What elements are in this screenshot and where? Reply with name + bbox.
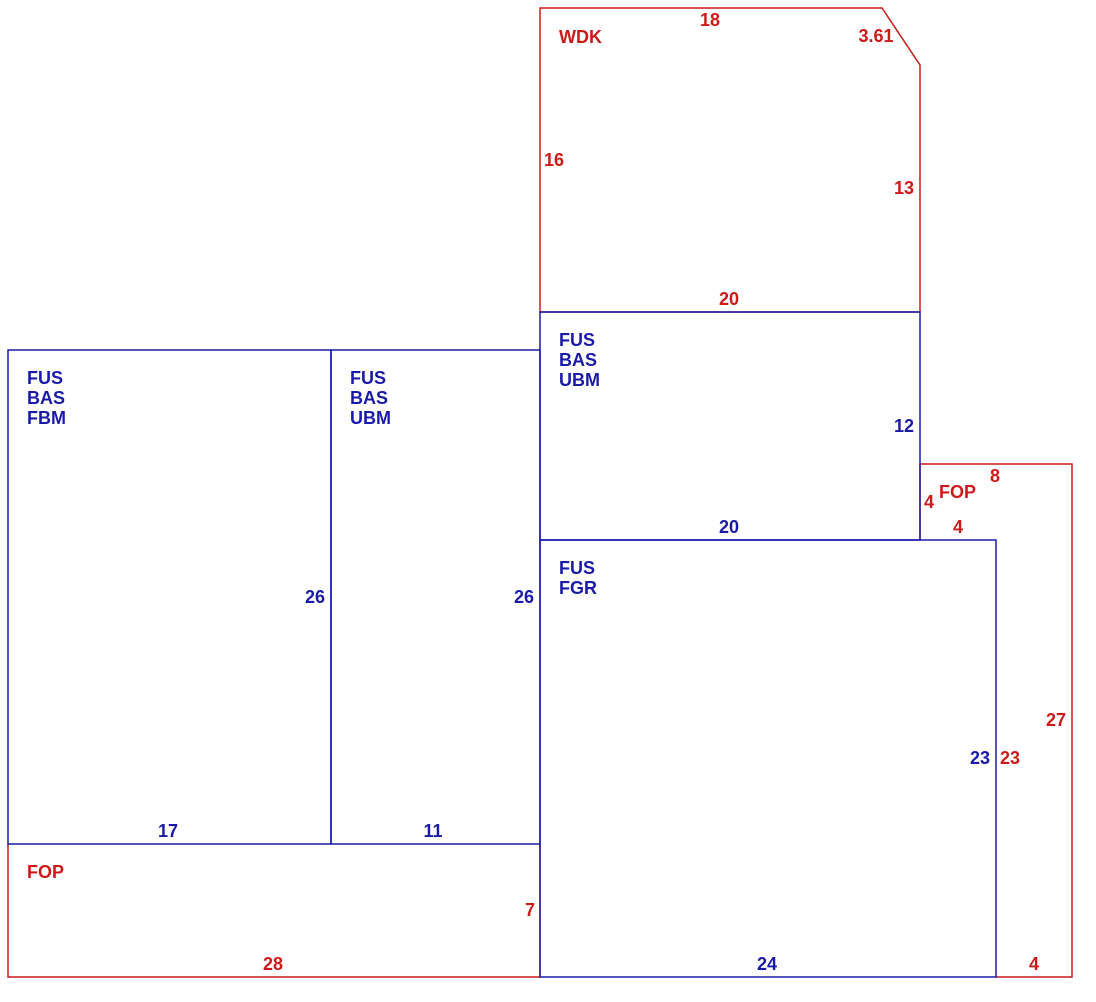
dimension-label: 12 xyxy=(894,416,914,436)
dimension-label: 13 xyxy=(894,178,914,198)
dimension-label: 28 xyxy=(263,954,283,974)
fus-fgr-area-label: FUS FGR xyxy=(559,558,597,598)
dimension-label: 4 xyxy=(1029,954,1039,974)
dimension-label: 23 xyxy=(1000,748,1020,768)
area-code: FOP xyxy=(939,482,976,502)
area-code: UBM xyxy=(350,408,391,428)
dimension-label: 26 xyxy=(305,587,325,607)
dimension-label: 18 xyxy=(700,10,720,30)
wdk-outline xyxy=(539,7,921,313)
area-code: FUS xyxy=(559,558,595,578)
area-code: FBM xyxy=(27,408,66,428)
dimension-label: 7 xyxy=(525,900,535,920)
dimension-label: 17 xyxy=(158,821,178,841)
area-code: UBM xyxy=(559,370,600,390)
area-code: FOP xyxy=(27,862,64,882)
dimension-label: 23 xyxy=(970,748,990,768)
fus-fbm-area-label: FUS BAS FBM xyxy=(27,368,66,428)
dimension-label: 26 xyxy=(514,587,534,607)
dimension-label: 20 xyxy=(719,517,739,537)
dimension-label: 20 xyxy=(719,289,739,309)
dimension-label: 8 xyxy=(990,466,1000,486)
area-code: FUS xyxy=(350,368,386,388)
fop-bottom-area-label: FOP xyxy=(27,862,64,882)
dimension-label: 24 xyxy=(757,954,777,974)
fus-ubm-top-area-label: FUS BAS UBM xyxy=(559,330,600,390)
area-code: BAS xyxy=(559,350,597,370)
dimension-label: 11 xyxy=(423,821,442,841)
fus-ubm-mid-area-label: FUS BAS UBM xyxy=(350,368,391,428)
area-code: FGR xyxy=(559,578,597,598)
fus-fgr-outline xyxy=(539,539,997,978)
area-code: FUS xyxy=(559,330,595,350)
fus-ubm-top-outline xyxy=(539,311,921,541)
area-code: BAS xyxy=(350,388,388,408)
dimension-label: 4 xyxy=(924,492,934,512)
area-code: FUS xyxy=(27,368,63,388)
area-code: WDK xyxy=(559,27,602,47)
fop-right-area-label: FOP xyxy=(939,482,976,502)
wdk-area-label: WDK xyxy=(559,27,602,47)
dimension-label: 4 xyxy=(953,517,963,537)
dimension-label: 16 xyxy=(544,150,564,170)
dimension-label: 3.61 xyxy=(858,26,893,46)
dimension-label: 27 xyxy=(1046,710,1066,730)
area-code: BAS xyxy=(27,388,65,408)
